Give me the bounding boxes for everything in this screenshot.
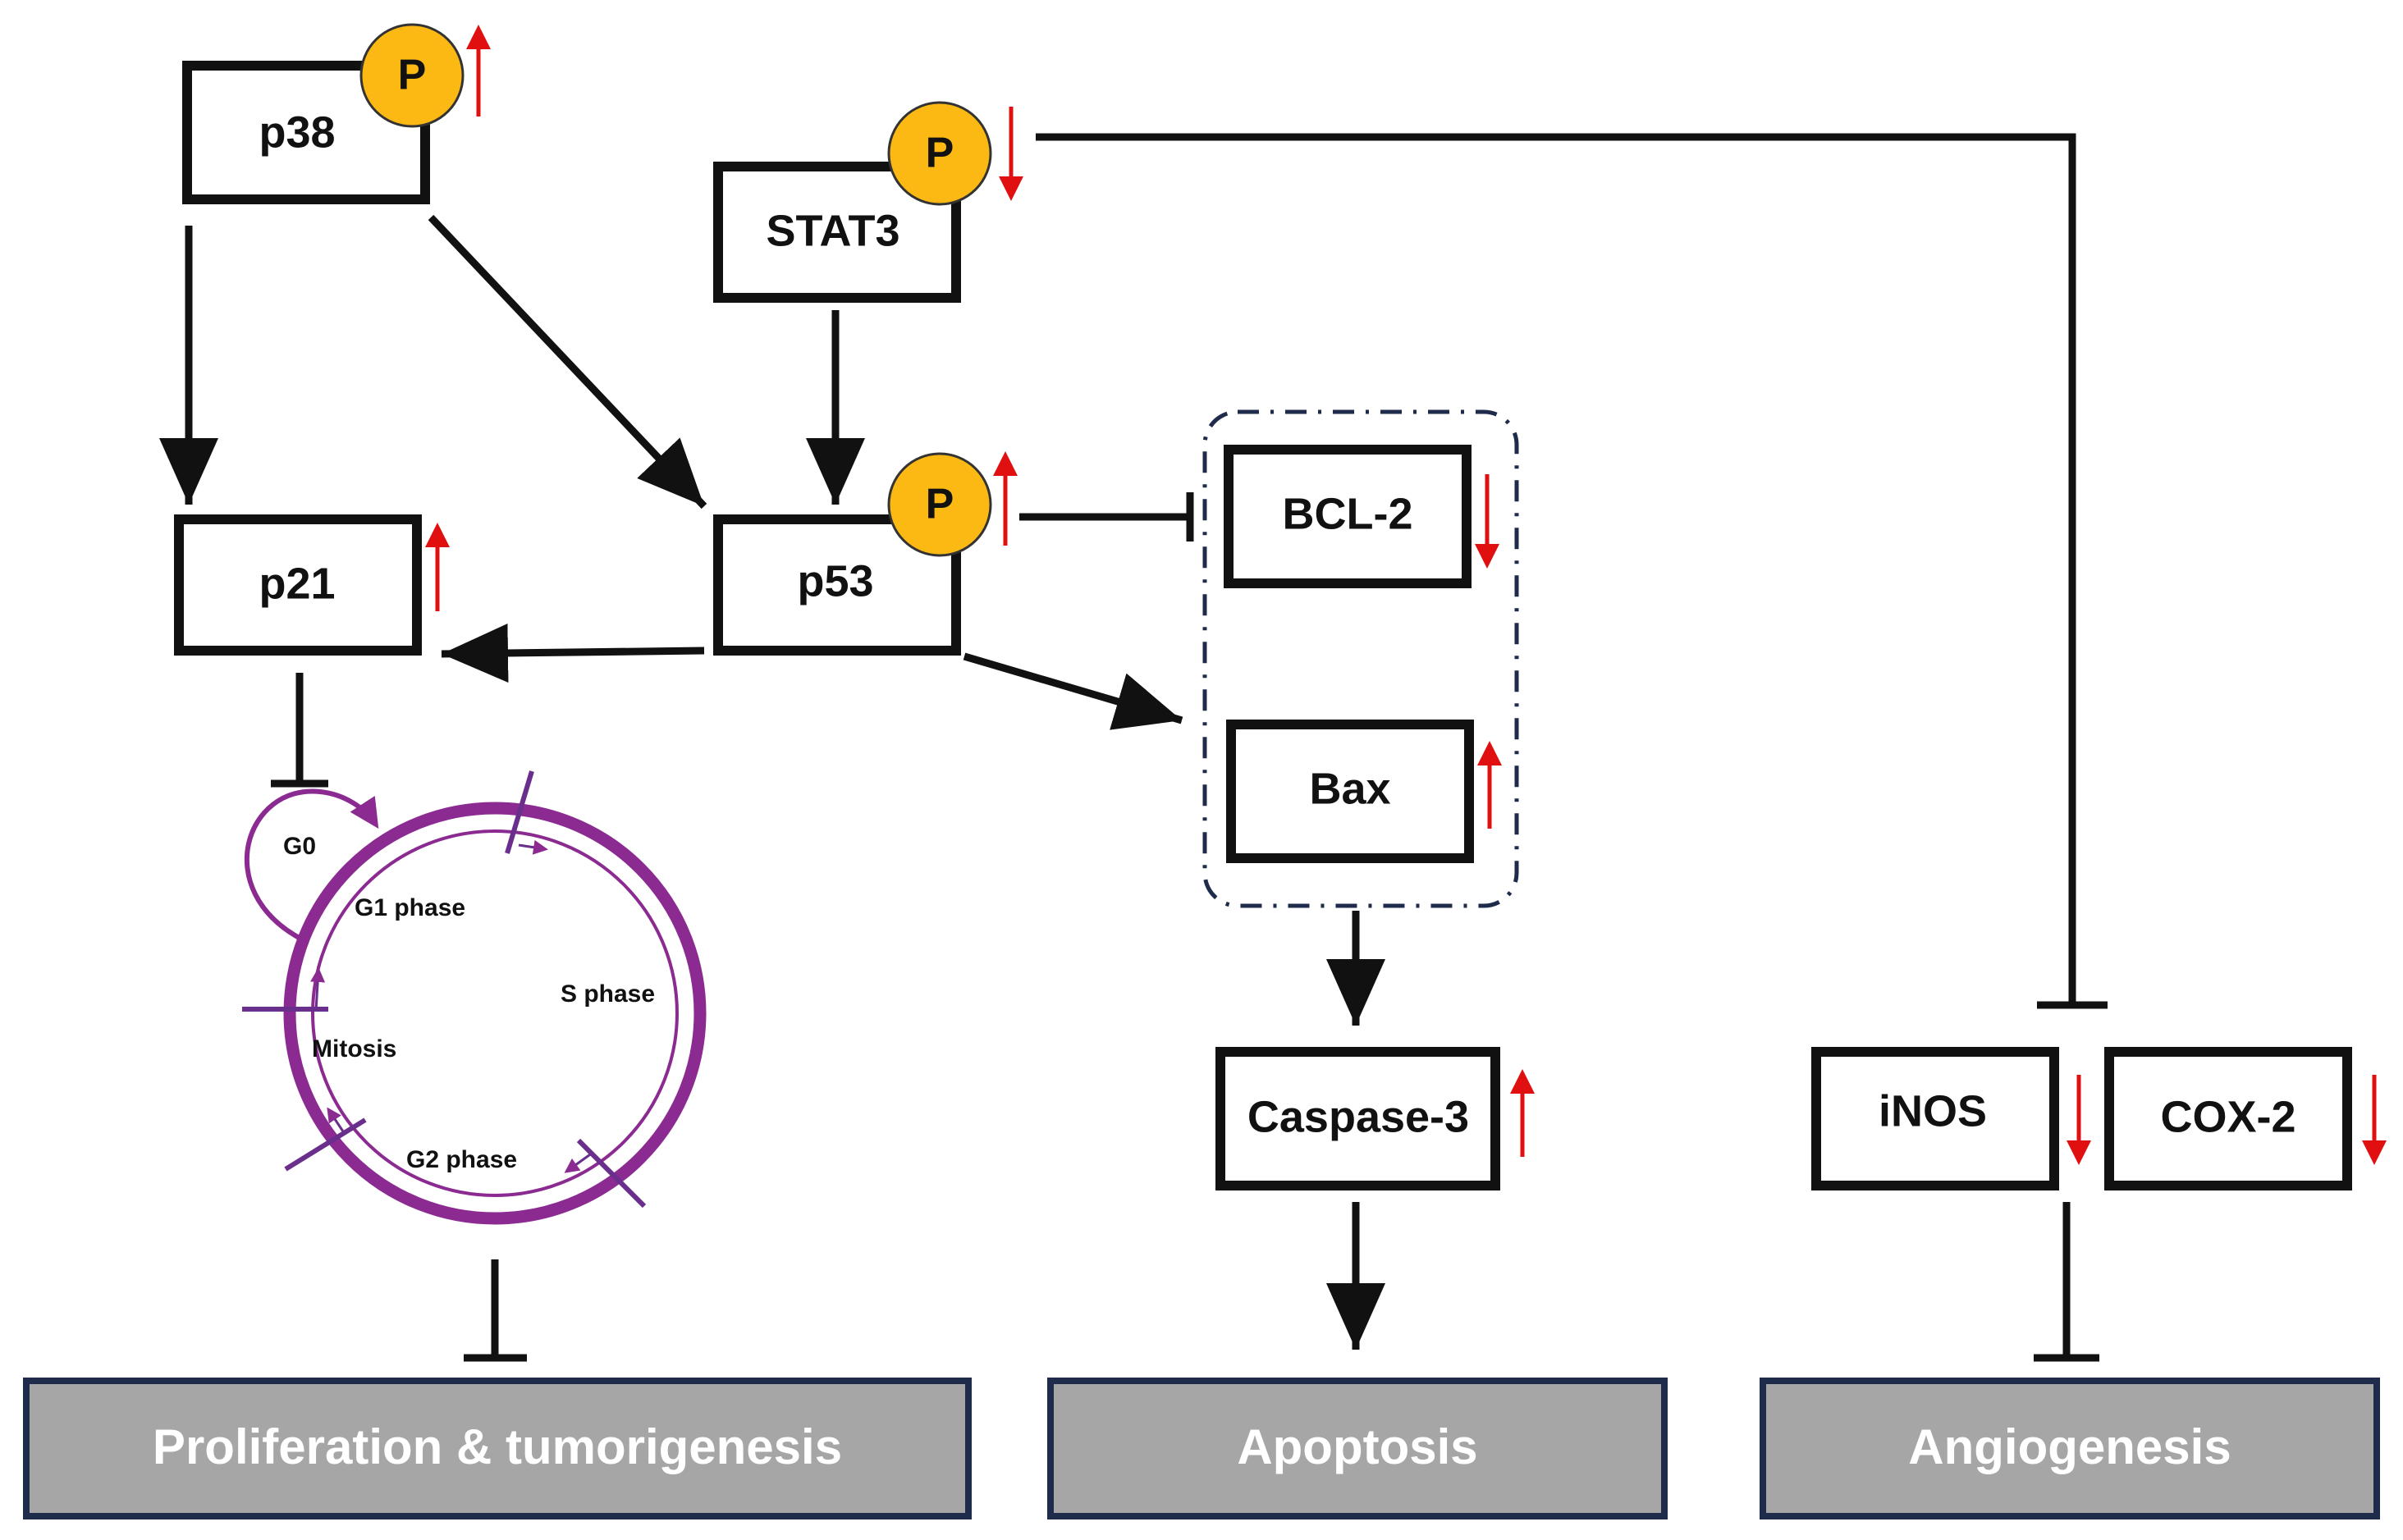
- cox2-box: [2104, 1047, 2352, 1190]
- cox2-label: COX-2: [2160, 1092, 2295, 1141]
- checkpoint-g1s-bar: [505, 770, 534, 854]
- proliferation-label: Proliferation & tumorigenesis: [153, 1419, 842, 1474]
- p53-phospho-label: P: [926, 481, 954, 528]
- checkpoint-g2m-bar: [284, 1117, 367, 1172]
- g2-label: G2 phase: [406, 1146, 517, 1173]
- edge-p53-p21: [441, 623, 705, 683]
- outcomes: [23, 1378, 2380, 1519]
- cell-cycle-inner-ring: [311, 829, 679, 1197]
- nodes: [174, 61, 2352, 1190]
- p38-phospho-label: P: [398, 52, 427, 99]
- edge-p38-p53: [428, 214, 707, 510]
- caspase3-box: [1215, 1047, 1500, 1190]
- checkpoint-mitosis-arrow-icon: [310, 967, 326, 1012]
- checkpoint-sg2-bar: [576, 1138, 647, 1209]
- s-phase-label: S phase: [561, 980, 655, 1008]
- checkpoint-sg2-arrow-icon: [564, 1151, 593, 1173]
- bcl2-label: BCL-2: [1283, 489, 1413, 538]
- stat3-phospho-icon: [887, 101, 992, 206]
- inos-label: iNOS: [1879, 1086, 1987, 1136]
- bcl2-bax-group: [1202, 409, 1519, 908]
- p38-phospho-icon: [359, 23, 465, 128]
- bax-box: [1226, 720, 1474, 863]
- p53-phospho-icon: [887, 452, 992, 557]
- p53-label: p53: [797, 556, 873, 605]
- apoptosis-label: Apoptosis: [1237, 1419, 1477, 1474]
- edge-stat3-inos-cox2: [1036, 133, 2076, 1005]
- node-labels: p38 STAT3 p21 p53 BCL-2 Bax Caspase-3 iN…: [259, 107, 2295, 1141]
- p21-box: [174, 514, 422, 656]
- phospho-badges: [359, 23, 992, 557]
- mitosis-label: Mitosis: [312, 1035, 396, 1062]
- bcl2-box: [1224, 445, 1472, 588]
- stat3-label: STAT3: [766, 206, 899, 255]
- g0-loop-arrow-icon: [244, 788, 379, 942]
- checkpoint-g1s-arrow-icon: [518, 839, 548, 855]
- cell-cycle: G0 G1 phase S phase Mitosis G2 phase: [242, 770, 707, 1225]
- angiogenesis-box: [1760, 1378, 2380, 1519]
- angiogenesis-label: Angiogenesis: [1908, 1419, 2231, 1474]
- apoptosis-box: [1047, 1378, 1668, 1519]
- cell-cycle-outer-ring: [283, 802, 707, 1225]
- proliferation-box: [23, 1378, 972, 1519]
- p21-label: p21: [259, 559, 335, 608]
- edges: [159, 133, 2108, 1362]
- caspase3-label: Caspase-3: [1247, 1092, 1469, 1141]
- bax-label: Bax: [1309, 764, 1390, 813]
- inos-box: [1811, 1047, 2059, 1190]
- p38-box: [182, 61, 430, 204]
- phospho-labels: P P P: [398, 52, 954, 528]
- g1-label: G1 phase: [355, 894, 465, 921]
- outcome-labels: Proliferation & tumorigenesis Apoptosis …: [153, 1419, 2231, 1474]
- checkpoint-g2m-arrow-icon: [327, 1107, 346, 1135]
- g0-label: G0: [283, 833, 316, 860]
- stat3-phospho-label: P: [926, 130, 954, 177]
- change-arrows: [425, 25, 2387, 1165]
- p38-label: p38: [259, 107, 335, 157]
- edge-p53-bax: [963, 652, 1183, 730]
